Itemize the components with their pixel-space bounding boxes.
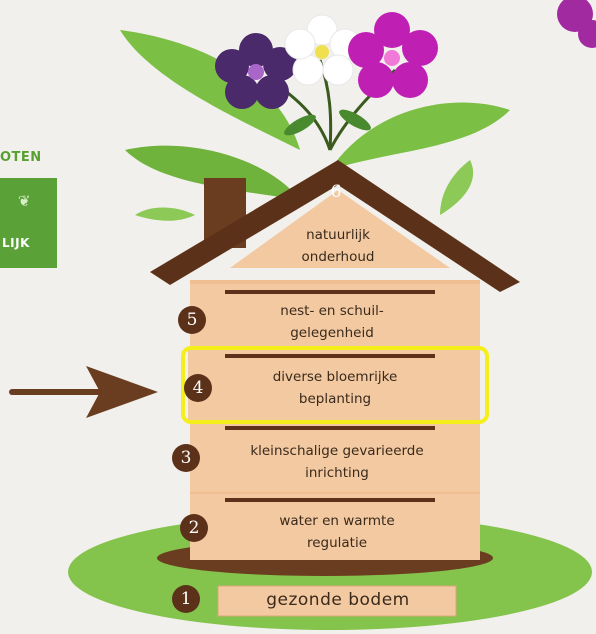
leaf-right	[330, 102, 510, 170]
plank-3	[190, 422, 480, 492]
level-5-label: nest- en schuil- gelegenheid	[280, 303, 384, 341]
level-1-number: 1	[172, 585, 200, 613]
magenta-flower-icon	[348, 12, 438, 98]
level-2-label: water en warmte regulatie	[279, 513, 395, 551]
level-3-number: 3	[172, 444, 200, 472]
level-5-number: 5	[178, 306, 206, 334]
plank-2	[190, 494, 480, 560]
level-1-label: gezonde bodem	[266, 590, 410, 610]
highlight-box	[181, 346, 489, 424]
arrow-right-icon	[9, 366, 158, 418]
level-6-label: natuurlijk onderhoud	[301, 227, 375, 265]
gable	[230, 190, 450, 268]
flower-icons	[215, 0, 596, 151]
side-tile-text: LIJK	[2, 236, 30, 250]
roof	[150, 160, 520, 292]
level-4-number: 4	[184, 374, 212, 402]
level-4-label: diverse bloemrijke beplanting	[272, 369, 398, 407]
purple-flower-icon	[215, 33, 297, 109]
leaf-left-top	[120, 30, 300, 150]
corner-flower-icon	[557, 0, 596, 48]
side-heading-fragment: OTEN	[0, 150, 42, 165]
white-flower-icon	[284, 14, 361, 86]
leaf-left-low	[135, 207, 195, 221]
plank-5	[190, 284, 480, 350]
leaf-right-low	[440, 160, 474, 215]
leaf-left-mid	[125, 145, 300, 200]
plank-1	[217, 585, 457, 617]
side-tile[interactable]: ❦ LIJK	[0, 178, 57, 268]
leaf-icon: ❦	[18, 192, 31, 210]
level-3-label: kleinschalige gevarieerde inrichting	[250, 443, 424, 481]
level-2-number: 2	[180, 514, 208, 542]
level-6-number: 6	[330, 182, 342, 202]
plank-4	[188, 350, 480, 422]
